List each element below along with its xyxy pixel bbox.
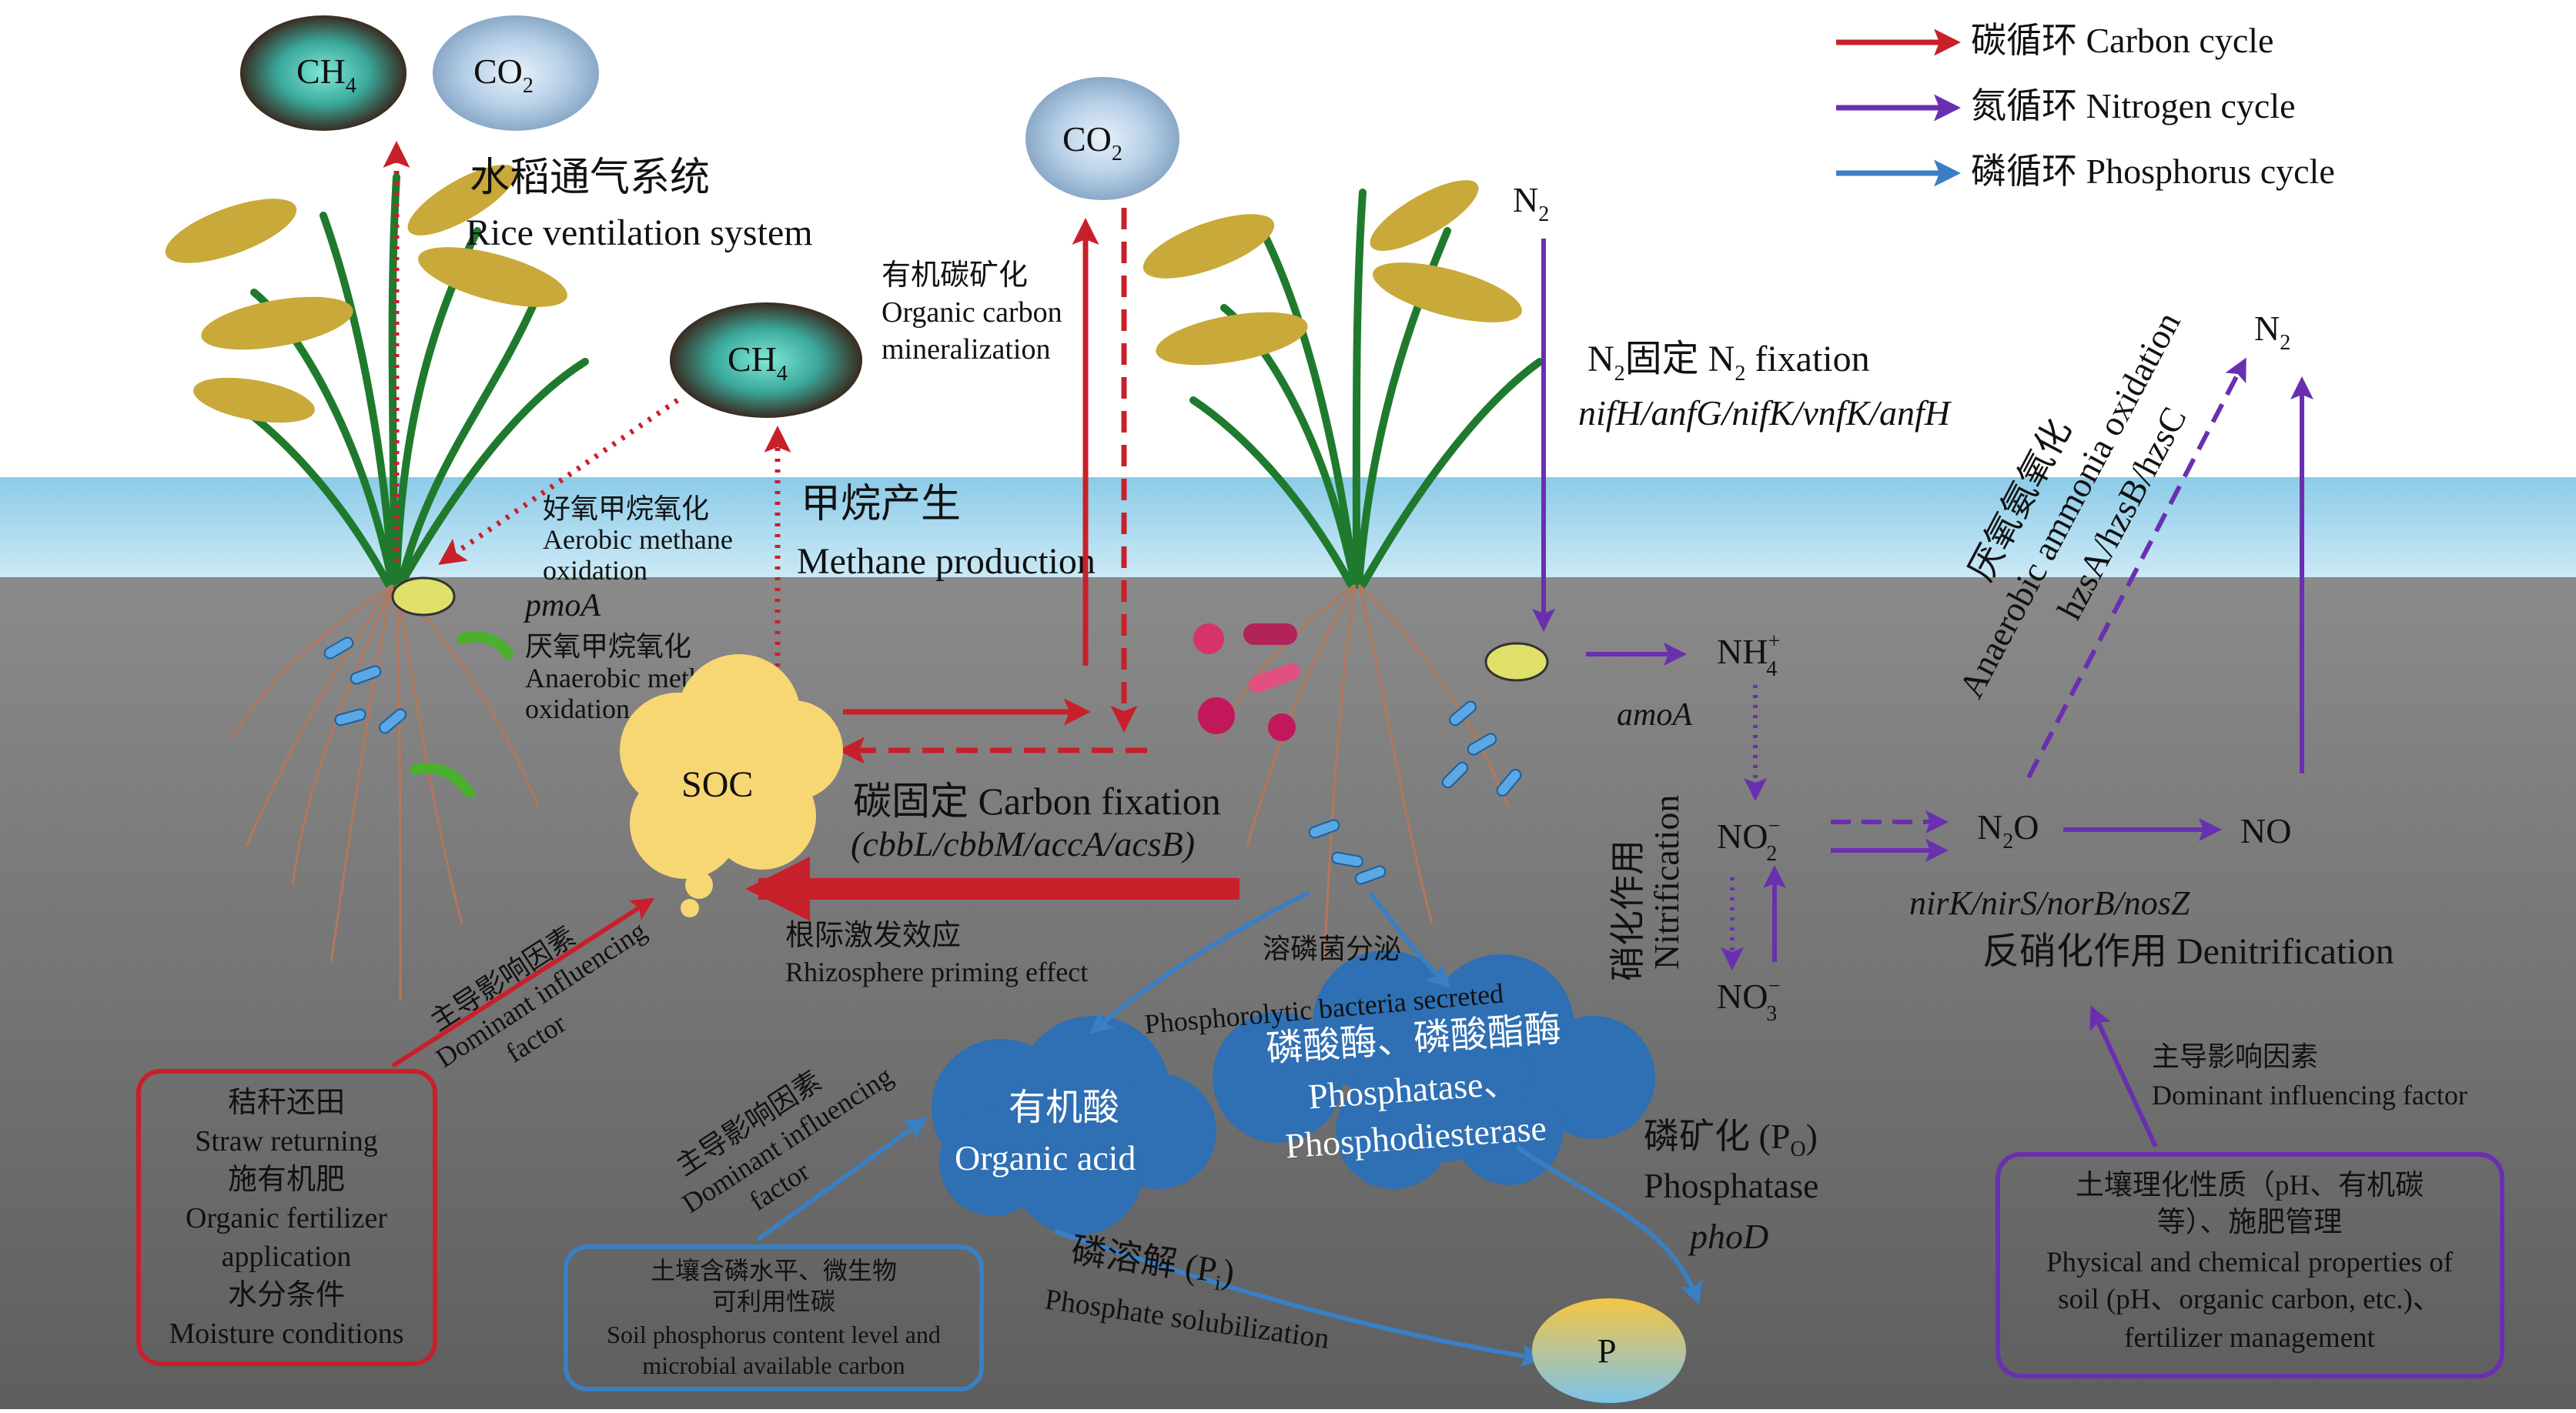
- svg-text:Organic carbon: Organic carbon: [882, 296, 1062, 329]
- nitrogen-factor-arrow: [2089, 1005, 2158, 1148]
- rice-plant-right: [1142, 180, 1549, 963]
- svg-text:mineralization: mineralization: [882, 333, 1050, 366]
- svg-text:Rhizosphere priming effect: Rhizosphere priming effect: [785, 957, 1088, 987]
- svg-text:phoD: phoD: [1688, 1217, 1768, 1256]
- legend: 碳循环 Carbon cycle 氮循环 Nitrogen cycle 磷循环 …: [1836, 21, 2335, 191]
- gas-co2-mid: CO2: [1025, 77, 1179, 200]
- carbon-factor-arrow: [391, 897, 655, 1068]
- phosphorus-factor-arrow: [757, 1117, 928, 1241]
- ventilation-cn: 水稻通气系统: [470, 156, 710, 200]
- svg-text:Soil phosphorus content level: Soil phosphorus content level and: [607, 1321, 941, 1348]
- microbes-right: [1193, 623, 1549, 741]
- svg-text:Physical and chemical properti: Physical and chemical properties of: [2046, 1247, 2454, 1278]
- svg-text:好氧甲烷氧化: 好氧甲烷氧化: [543, 493, 709, 524]
- svg-text:土壤含磷水平、微生物: 土壤含磷水平、微生物: [651, 1257, 897, 1284]
- svg-text:oxidation: oxidation: [543, 555, 647, 586]
- svg-text:Phosphatase: Phosphatase: [1644, 1166, 1818, 1205]
- svg-text:根际激发效应: 根际激发效应: [785, 920, 961, 952]
- carbon-factor-box: [136, 1069, 437, 1366]
- p-ellipse: [1532, 1298, 1686, 1403]
- svg-text:水分条件: 水分条件: [228, 1279, 345, 1311]
- ventilation-en: Rice ventilation system: [466, 212, 813, 253]
- svg-text:CH4: CH4: [728, 339, 788, 386]
- nh4-label: NH+4: [1717, 630, 1780, 681]
- svg-text:nifH/anfG/nifK/vnfK/anfH: nifH/anfG/nifK/vnfK/anfH: [1578, 393, 1952, 433]
- pmoa-gene: pmoA: [523, 588, 601, 623]
- svg-text:主导影响因素: 主导影响因素: [2152, 1041, 2318, 1072]
- svg-text:microbial available carbon: microbial available carbon: [642, 1351, 905, 1379]
- organic-acid-cloud: [932, 1016, 1216, 1235]
- svg-text:溶磷菌分泌: 溶磷菌分泌: [1263, 934, 1401, 964]
- n2-top: N2: [1513, 180, 1549, 226]
- phosphorus-box-lines: 土壤含磷水平、微生物 可利用性碳 Soil phosphorus content…: [607, 1257, 941, 1379]
- svg-text:Organic acid: Organic acid: [955, 1138, 1136, 1178]
- secreted-to-enzyme-arrow: [1368, 891, 1451, 989]
- phosphorus-factor-box: [564, 1244, 984, 1391]
- svg-text:有机酸: 有机酸: [1009, 1087, 1119, 1128]
- svg-text:秸秆还田: 秸秆还田: [228, 1087, 345, 1119]
- svg-text:CO2: CO2: [473, 52, 534, 98]
- svg-text:甲烷产生: 甲烷产生: [801, 483, 961, 526]
- p-label: P: [1597, 1332, 1616, 1370]
- svg-text:application: application: [222, 1241, 352, 1273]
- legend-nitrogen: 氮循环 Nitrogen cycle: [1971, 86, 2296, 125]
- svg-text:fertilizer management: fertilizer management: [2124, 1322, 2375, 1354]
- svg-text:(cbbL/cbbM/accA/acsB): (cbbL/cbbM/accA/acsB): [851, 824, 1195, 864]
- no2-label: NO−2: [1717, 814, 1780, 866]
- microbes-left: [391, 576, 514, 798]
- aerobic-arrow: [438, 398, 679, 565]
- enzyme-cloud: [1213, 950, 1655, 1189]
- gas-ch4-top: CH4: [240, 15, 406, 131]
- svg-text:施有机肥: 施有机肥: [228, 1164, 345, 1196]
- rice-plant-left: [165, 165, 589, 1001]
- svg-text:硝化作用: 硝化作用: [1608, 840, 1648, 981]
- mineralization-path: [1515, 1144, 1703, 1305]
- svg-text:N2固定 N2 fixation: N2固定 N2 fixation: [1587, 339, 1870, 386]
- secreted-to-acid-arrow: [1089, 890, 1310, 1034]
- svg-text:Straw returning: Straw returning: [195, 1125, 377, 1157]
- rods: [323, 636, 1522, 885]
- svg-text:nirK/nirS/norB/nosZ: nirK/nirS/norB/nosZ: [1909, 884, 2190, 922]
- gas-co2-top: CO2: [433, 15, 599, 131]
- svg-text:反硝化作用 Denitrification: 反硝化作用 Denitrification: [1982, 931, 2394, 972]
- n2o-label: N2O: [1977, 807, 2039, 853]
- svg-text:oxidation: oxidation: [525, 693, 630, 724]
- svg-text:Dominant influencing factor: Dominant influencing factor: [2152, 1080, 2467, 1111]
- svg-text:Methane production: Methane production: [797, 541, 1096, 582]
- nitrogen-factor-box: [1996, 1152, 2504, 1378]
- svg-text:CH4: CH4: [296, 52, 356, 98]
- svg-text:Moisture conditions: Moisture conditions: [169, 1318, 403, 1350]
- legend-phosphorus: 磷循环 Phosphorus cycle: [1971, 152, 2335, 191]
- solubilization-path: [1054, 1229, 1544, 1368]
- amoa-gene: amoA: [1617, 697, 1692, 733]
- svg-text:等）、施肥管理: 等）、施肥管理: [2157, 1206, 2343, 1238]
- svg-text:厌氧甲烷氧化: 厌氧甲烷氧化: [525, 631, 691, 662]
- n2-right: N2: [2254, 309, 2290, 355]
- soc-cloud: [620, 654, 843, 917]
- anammox-arrow: [2026, 357, 2246, 779]
- nitrogen-box-lines: 土壤理化性质（pH、有机碳 等）、施肥管理 Physical and chemi…: [2046, 1169, 2454, 1354]
- svg-text:Nitrification: Nitrification: [1647, 795, 1686, 970]
- soc-label: SOC: [681, 764, 753, 805]
- svg-text:土壤理化性质（pH、有机碳: 土壤理化性质（pH、有机碳: [2076, 1169, 2424, 1201]
- carbon-box-lines: 秸秆还田 Straw returning 施有机肥 Organic fertil…: [169, 1087, 403, 1350]
- svg-text:有机碳矿化: 有机碳矿化: [882, 259, 1028, 292]
- svg-text:磷矿化 (PO): 磷矿化 (PO): [1644, 1117, 1818, 1161]
- svg-text:soil (pH、organic carbon, etc.): soil (pH、organic carbon, etc.)、: [2058, 1284, 2441, 1315]
- legend-carbon: 碳循环 Carbon cycle: [1971, 21, 2273, 60]
- svg-text:Aerobic methane: Aerobic methane: [543, 524, 733, 555]
- no3-label: NO−3: [1717, 974, 1780, 1026]
- svg-text:Organic fertilizer: Organic fertilizer: [186, 1202, 387, 1234]
- phosphorus-cycle: 有机酸 Organic acid 磷酸酶、磷酸酯酶 Phosphatase、 P…: [564, 890, 1818, 1403]
- svg-text:碳固定 Carbon fixation: 碳固定 Carbon fixation: [853, 780, 1221, 823]
- no-label: NO: [2240, 811, 2291, 850]
- svg-text:可利用性碳: 可利用性碳: [712, 1288, 835, 1315]
- gas-ch4-mid: CH4: [670, 302, 862, 418]
- svg-text:CO2: CO2: [1062, 119, 1122, 165]
